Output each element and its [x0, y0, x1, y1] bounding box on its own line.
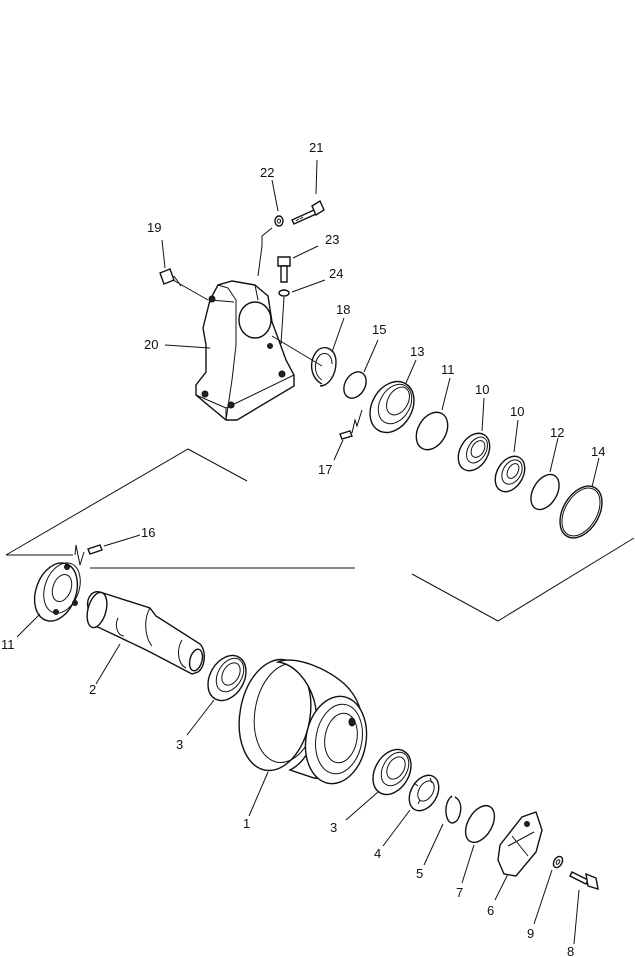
o-ring-part-15 [343, 371, 367, 399]
callout-23: 23 [325, 232, 339, 247]
o-ring-part-14 [559, 485, 603, 539]
washer-part-9 [552, 855, 564, 869]
callout-19: 19 [147, 220, 161, 235]
washer-part-22 [274, 215, 284, 227]
bearing-part-3-right [372, 748, 412, 796]
callout-11-lower: 12 [550, 425, 564, 440]
bracket-part-20 [195, 280, 295, 421]
callout-14: 14 [591, 444, 605, 459]
callout-17: 17 [318, 462, 332, 477]
bolt-part-23 [277, 256, 291, 283]
callout-10-left: 10 [475, 382, 489, 397]
callout-21: 21 [309, 140, 323, 155]
bolt-part-8 [569, 871, 599, 890]
callout-6: 6 [487, 903, 494, 918]
callout-4: 4 [374, 846, 381, 861]
seal-part-13 [369, 380, 415, 434]
callout-12: 11 [1, 637, 15, 652]
callout-24: 24 [329, 266, 343, 281]
washer-part-24 [278, 289, 290, 297]
callout-18: 18 [336, 302, 350, 317]
callout-5: 5 [416, 866, 423, 881]
callout-22: 22 [260, 165, 274, 180]
callout-20: 20 [144, 337, 158, 352]
bolt-part-19 [159, 268, 182, 287]
callout-11-upper: 11 [441, 362, 455, 377]
o-ring-part-11-lower [530, 473, 560, 511]
o-ring-part-7 [464, 804, 496, 844]
callout-13: 13 [410, 344, 424, 359]
shaft-part-2 [86, 591, 205, 675]
callout-1: 1 [243, 816, 250, 831]
callout-10-right: 10 [510, 404, 524, 419]
callout-16: 16 [141, 525, 155, 540]
callout-labels: 21 22 19 23 24 18 15 20 13 11 10 10 12 1… [1, 140, 605, 957]
o-ring-part-11-upper [415, 411, 449, 451]
seal-part-10-left [457, 432, 491, 472]
seal-part-10-right [494, 455, 526, 493]
snap-ring-part-18 [311, 346, 337, 387]
callout-15: 15 [372, 322, 386, 337]
bolt-part-21 [291, 199, 325, 225]
cover-part-6 [497, 811, 543, 877]
snap-ring-part-5 [445, 795, 462, 824]
pin-part-16 [74, 544, 103, 566]
collar-part-12 [33, 562, 81, 622]
callout-8: 8 [567, 944, 574, 957]
callout-7: 7 [456, 885, 463, 900]
bearing-part-3-left [207, 654, 247, 702]
roller-part-1 [238, 658, 368, 785]
callout-2: 2 [89, 682, 96, 697]
leader-lines [16, 159, 600, 945]
nut-part-4 [408, 774, 440, 812]
callout-3-left: 3 [176, 737, 183, 752]
pin-part-17 [339, 409, 363, 440]
callout-3-right: 3 [330, 820, 337, 835]
assembly-frame-lines [5, 448, 635, 622]
callout-9: 9 [527, 926, 534, 941]
